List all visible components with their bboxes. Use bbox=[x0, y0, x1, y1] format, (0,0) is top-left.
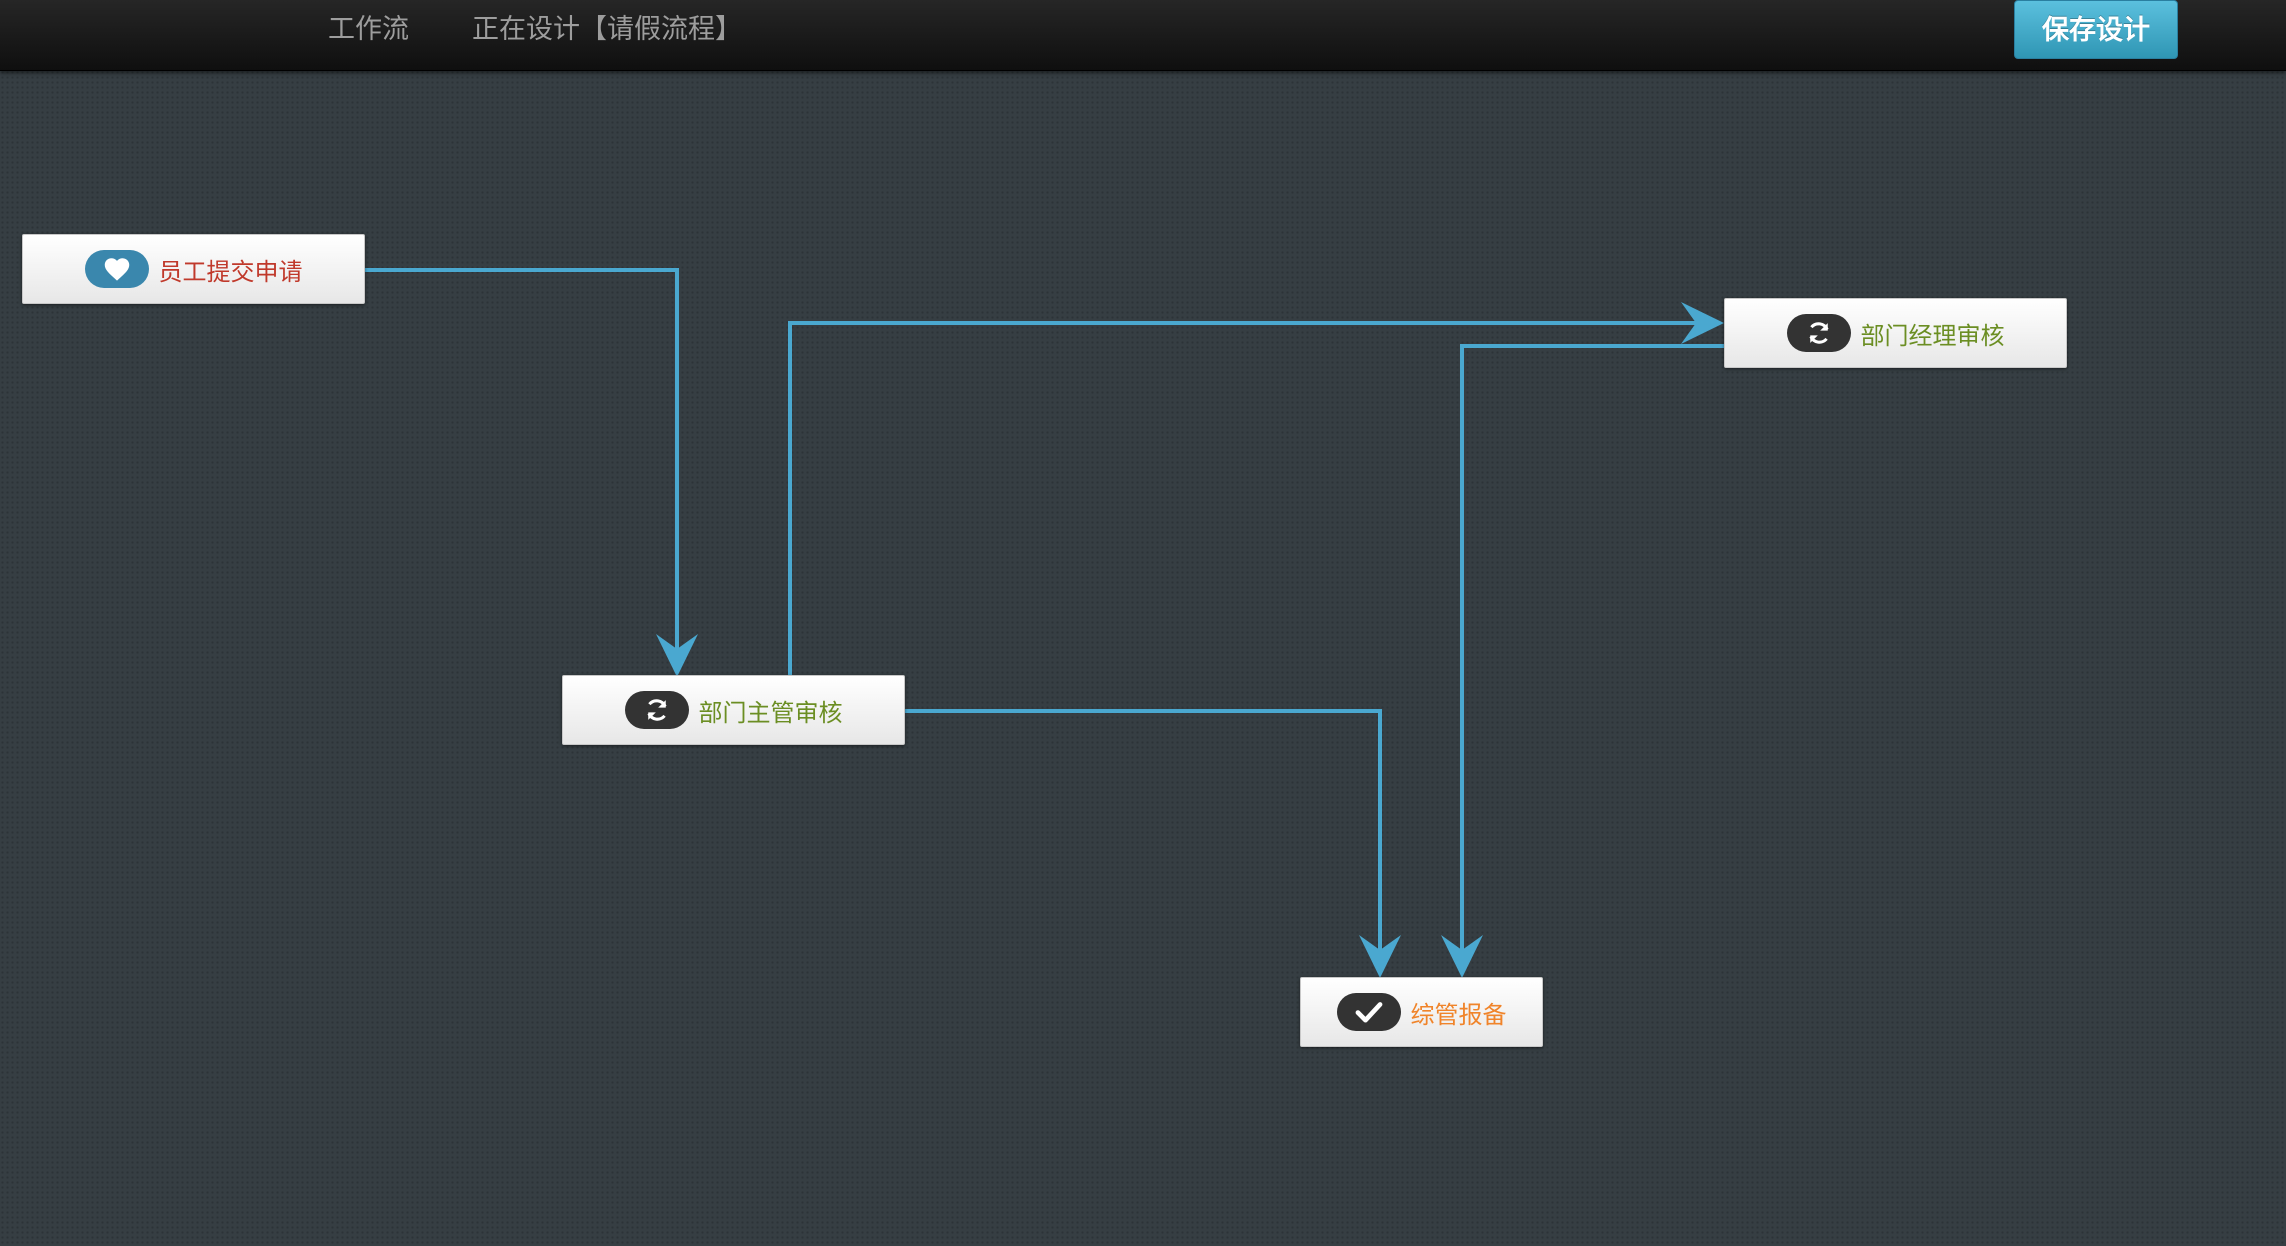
flow-node-manager-review[interactable]: 部门经理审核 bbox=[1724, 298, 2067, 368]
connector-supervisor-to-filing[interactable] bbox=[905, 709, 1401, 978]
flow-node-submit-application[interactable]: 员工提交申请 bbox=[22, 234, 365, 304]
check-icon bbox=[1336, 993, 1401, 1031]
node-label: 综管报备 bbox=[1410, 1000, 1507, 1029]
node-label: 员工提交申请 bbox=[158, 257, 303, 286]
connector-supervisor-to-manager[interactable] bbox=[788, 302, 1724, 677]
flow-node-general-filing[interactable]: 综管报备 bbox=[1300, 977, 1543, 1047]
save-design-button[interactable]: 保存设计 bbox=[2014, 0, 2178, 59]
refresh-icon bbox=[1786, 314, 1851, 352]
page-title: 正在设计【请假流程】 bbox=[472, 14, 742, 45]
refresh-icon bbox=[624, 691, 689, 729]
brand-link[interactable]: 工作流 bbox=[328, 14, 409, 45]
flow-node-supervisor-review[interactable]: 部门主管审核 bbox=[562, 675, 905, 745]
connector-manager-to-filing[interactable] bbox=[1441, 344, 1724, 978]
node-label: 部门主管审核 bbox=[698, 698, 843, 727]
connector-submit-to-supervisor[interactable] bbox=[365, 268, 698, 677]
top-navbar: 工作流 正在设计【请假流程】 保存设计 bbox=[0, 0, 2286, 71]
node-label: 部门经理审核 bbox=[1860, 321, 2005, 350]
heart-icon bbox=[84, 250, 149, 288]
